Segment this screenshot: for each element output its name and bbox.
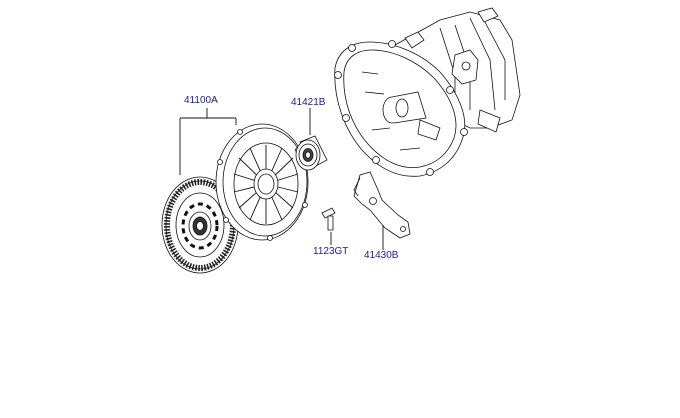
callout-41100a: 41100A [184,95,218,106]
flange-bolt-bosses [334,40,468,176]
bolt [321,207,336,231]
transmission-assembly [334,7,521,177]
clutch-disc-springs [181,202,219,250]
release-bearing [295,135,328,171]
release-fork [353,171,411,239]
callout-1123gt: 1123GT [313,246,348,257]
pressure-plate [215,123,309,241]
callout-41421b: 41421B [291,97,326,108]
guide-tube [391,91,427,124]
callout-41430b: 41430B [364,250,399,261]
leader-lines [179,108,384,250]
